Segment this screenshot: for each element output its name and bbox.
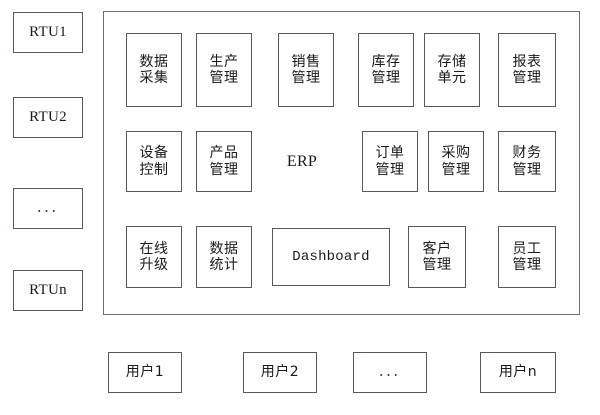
module-label-line1: 数据 xyxy=(209,240,239,257)
module-label-line2: 管理 xyxy=(441,161,471,178)
module-label-line1: 产品 xyxy=(209,145,239,162)
module-finance-management[interactable]: 财务 管理 xyxy=(498,131,556,192)
module-label-line1: 销售 xyxy=(291,53,321,70)
module-label-line2: 管理 xyxy=(291,70,321,86)
module-label-line2: 采集 xyxy=(139,70,169,86)
module-inventory-management[interactable]: 库存 管理 xyxy=(358,33,414,107)
module-label-line2: 管理 xyxy=(422,257,452,273)
module-label-line2: 管理 xyxy=(371,70,401,86)
rtu-label-n: RTUn xyxy=(29,281,67,298)
user-label-1: 用户1 xyxy=(125,364,165,381)
module-label-line1: 客户 xyxy=(422,240,452,257)
module-label-line1: 库存 xyxy=(371,53,401,70)
module-label-line2: 统计 xyxy=(209,257,239,273)
rtu-label-1: RTU1 xyxy=(29,23,67,40)
module-label-line1: 采购 xyxy=(441,145,471,162)
module-label-line2: 管理 xyxy=(512,161,542,178)
module-label-line2: 管理 xyxy=(375,161,405,178)
module-label-line1: 数据 xyxy=(139,53,169,70)
module-label-line1: 存储 xyxy=(437,53,467,70)
user-box-n: 用户n xyxy=(480,352,556,393)
module-label-line2: 管理 xyxy=(209,161,239,178)
module-production-management[interactable]: 生产 管理 xyxy=(196,33,252,107)
rtu-box-ellipsis: ... xyxy=(13,188,83,229)
module-label-line2: 管理 xyxy=(209,70,239,86)
module-procurement-management[interactable]: 采购 管理 xyxy=(428,131,484,192)
module-data-acquisition[interactable]: 数据 采集 xyxy=(126,33,182,107)
module-employee-management[interactable]: 员工 管理 xyxy=(498,226,556,288)
erp-center-label: ERP xyxy=(272,148,332,176)
user-label-2: 用户2 xyxy=(260,364,300,381)
module-storage-unit[interactable]: 存储 单元 xyxy=(424,33,480,107)
module-label-line1: 生产 xyxy=(209,53,239,70)
user-box-ellipsis: ... xyxy=(353,352,427,393)
module-dashboard[interactable]: Dashboard xyxy=(272,228,390,286)
module-label-line1: 员工 xyxy=(512,240,542,257)
user-box-1: 用户1 xyxy=(108,352,182,393)
rtu-box-1: RTU1 xyxy=(13,12,83,53)
module-product-management[interactable]: 产品 管理 xyxy=(196,131,252,192)
module-label-line2: 升级 xyxy=(139,257,169,273)
module-customer-management[interactable]: 客户 管理 xyxy=(408,226,466,288)
module-label-line1: 报表 xyxy=(512,53,542,70)
dashboard-label: Dashboard xyxy=(292,248,370,265)
user-label-n: 用户n xyxy=(498,364,538,381)
module-label-line1: 在线 xyxy=(139,240,169,257)
module-label-line2: 管理 xyxy=(512,257,542,273)
module-device-control[interactable]: 设备 控制 xyxy=(126,131,182,192)
rtu-box-n: RTUn xyxy=(13,270,83,311)
user-box-2: 用户2 xyxy=(243,352,317,393)
module-label-line1: 财务 xyxy=(512,145,542,162)
module-sales-management[interactable]: 销售 管理 xyxy=(278,33,334,107)
module-label-line1: 设备 xyxy=(139,145,169,162)
module-label-line2: 管理 xyxy=(512,70,542,86)
module-online-upgrade[interactable]: 在线 升级 xyxy=(126,226,182,288)
module-data-statistics[interactable]: 数据 统计 xyxy=(196,226,252,288)
module-order-management[interactable]: 订单 管理 xyxy=(362,131,418,192)
module-label-line1: 订单 xyxy=(375,145,405,162)
rtu-label-ellipsis: ... xyxy=(37,196,59,216)
module-report-management[interactable]: 报表 管理 xyxy=(498,33,556,107)
rtu-box-2: RTU2 xyxy=(13,97,83,138)
user-label-ellipsis: ... xyxy=(379,360,401,380)
erp-label-text: ERP xyxy=(286,153,318,170)
rtu-label-2: RTU2 xyxy=(29,108,67,125)
module-label-line2: 控制 xyxy=(139,161,169,178)
module-label-line2: 单元 xyxy=(437,70,467,86)
